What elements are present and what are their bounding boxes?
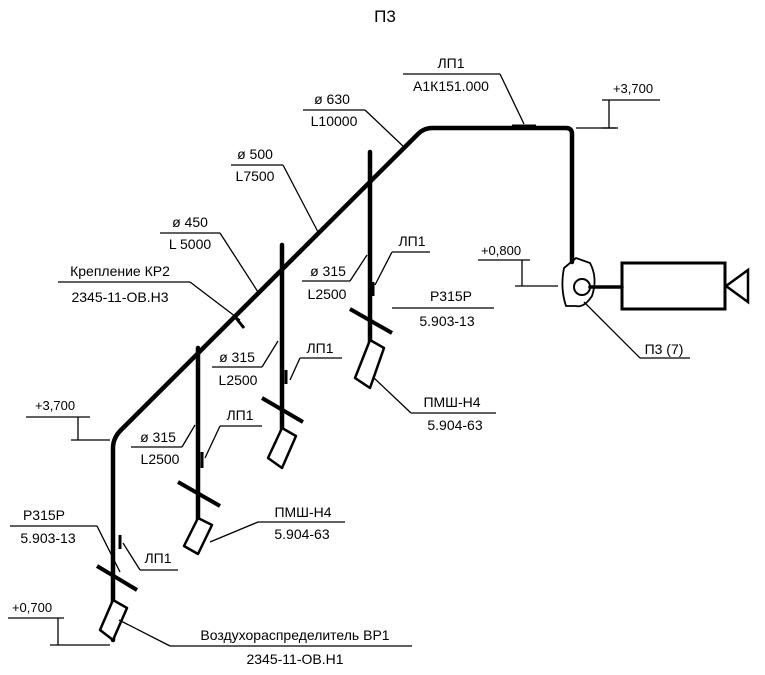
svg-text:2345-11-ОВ.Н1: 2345-11-ОВ.Н1 [246, 651, 343, 667]
damper-branch4 [349, 307, 393, 390]
svg-text:ЛП1: ЛП1 [306, 340, 333, 356]
label-d315-branch3: ø 315 L2500 [212, 340, 279, 388]
level-mark-top-right: +3,700 [576, 81, 660, 129]
fan-p3 [561, 256, 750, 311]
svg-text:А1К151.000: А1К151.000 [413, 78, 489, 94]
svg-text:L10000: L10000 [311, 113, 358, 129]
label-d630: ø 630 L10000 [303, 91, 406, 149]
label-pmsh-right: ПМШ-Н4 5.904-63 [373, 377, 496, 433]
level-mark-bottom: +0,700 [8, 600, 110, 646]
label-p315p-right: Р315Р 5.903-13 [392, 288, 494, 329]
svg-text:5.904-63: 5.904-63 [274, 526, 329, 542]
svg-text:+0,800: +0,800 [481, 243, 521, 258]
svg-text:ПМШ-Н4: ПМШ-Н4 [423, 394, 480, 410]
svg-text:5.903-13: 5.903-13 [20, 530, 75, 546]
svg-text:ø 500: ø 500 [237, 146, 273, 162]
label-lp1-branch2: ЛП1 [200, 407, 262, 468]
label-lp1-top: ЛП1 А1К151.000 [403, 55, 536, 128]
svg-text:ЛП1: ЛП1 [144, 550, 171, 566]
svg-text:ø 315: ø 315 [140, 429, 176, 445]
svg-text:L2500: L2500 [308, 286, 347, 302]
diagram-title: П3 [374, 7, 396, 26]
svg-text:+3,700: +3,700 [35, 398, 75, 413]
svg-text:Р315Р: Р315Р [430, 288, 472, 304]
main-duct [110, 125, 575, 643]
svg-text:ЛП1: ЛП1 [226, 407, 253, 423]
label-d315-branch2: ø 315 L2500 [131, 424, 196, 467]
label-lp1-branch3: ЛП1 [284, 340, 342, 384]
level-mark-left: +3,700 [26, 398, 110, 441]
damper-branch3 [260, 396, 305, 470]
damper-branch2 [177, 480, 221, 556]
label-d450: ø 450 L 5000 [160, 214, 259, 293]
label-vozduhoraspredelitel: Воздухораспределитель ВР1 2345-11-ОВ.Н1 [118, 619, 412, 667]
svg-text:Воздухораспределитель ВР1: Воздухораспределитель ВР1 [200, 627, 389, 643]
svg-text:ø 630: ø 630 [314, 91, 350, 107]
svg-text:Р315Р: Р315Р [23, 507, 65, 523]
svg-text:L 5000: L 5000 [169, 236, 212, 252]
svg-text:L7500: L7500 [236, 168, 275, 184]
svg-text:+3,700: +3,700 [613, 81, 653, 96]
svg-text:ЛП1: ЛП1 [437, 55, 464, 71]
label-d315-branch4: ø 315 L2500 [302, 254, 368, 302]
svg-text:ø 315: ø 315 [219, 349, 255, 365]
svg-text:5.903-13: 5.903-13 [419, 313, 474, 329]
svg-text:2345-11-ОВ.Н3: 2345-11-ОВ.Н3 [71, 289, 168, 305]
label-kreplenie: Крепление КР2 2345-11-ОВ.Н3 [58, 263, 246, 329]
svg-text:L2500: L2500 [219, 372, 258, 388]
level-mark-fan: +0,800 [478, 243, 558, 287]
svg-text:L2500: L2500 [141, 451, 180, 467]
svg-text:5.904-63: 5.904-63 [427, 417, 482, 433]
label-d500: ø 500 L7500 [231, 146, 319, 233]
svg-text:ЛП1: ЛП1 [398, 233, 425, 249]
label-lp1-left: ЛП1 [118, 535, 178, 571]
label-p315p-left: Р315Р 5.903-13 [10, 507, 121, 573]
svg-text:+0,700: +0,700 [12, 600, 52, 615]
damper-main-left [95, 564, 139, 642]
svg-text:ПМШ-Н4: ПМШ-Н4 [274, 504, 331, 520]
label-lp1-branch4: ЛП1 [371, 233, 430, 296]
label-p3-7: П3 (7) [583, 301, 690, 359]
label-pmsh-mid: ПМШ-Н4 5.904-63 [209, 504, 345, 543]
svg-text:ø 450: ø 450 [172, 214, 208, 230]
svg-text:П3 (7): П3 (7) [645, 341, 684, 357]
svg-text:ø 315: ø 315 [310, 263, 346, 279]
svg-text:Крепление КР2: Крепление КР2 [70, 263, 170, 279]
